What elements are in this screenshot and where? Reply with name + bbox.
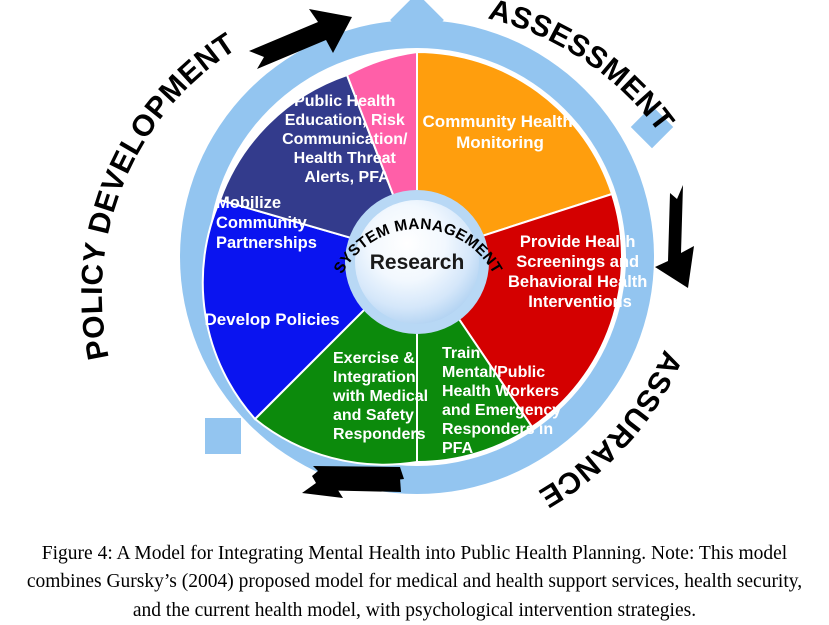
hub-label: Research <box>370 251 465 274</box>
figure-caption: Figure 4: A Model for Integrating Mental… <box>26 543 803 621</box>
label-develop-policies: Develop Policies <box>204 310 339 329</box>
arrow-top-left-icon <box>249 9 352 69</box>
label-community-health-monitoring: Community Health Monitoring <box>423 112 578 152</box>
segment-community-health-monitoring[interactable] <box>416 50 614 259</box>
arrow-bottom-left-icon <box>302 466 404 498</box>
public-health-wheel-diagram: Community Health Monitoring Provide Heal… <box>76 0 694 514</box>
label-train-mental-public-health-workers: Train Mental/Public Health Workers and E… <box>442 345 566 457</box>
label-provide-health-screenings: Provide Health Screenings and Behavioral… <box>508 233 652 311</box>
marker-top <box>390 0 444 58</box>
label-exercise-and-integration: Exercise & Integration with Medical and … <box>332 350 433 443</box>
center-hub[interactable]: Research <box>345 190 489 334</box>
arrow-right-icon <box>655 185 694 288</box>
label-public-health-education: Public Health Education, Risk Communicat… <box>282 93 412 186</box>
label-mobilize-community-partnerships: Mobilize Community Partnerships <box>216 194 317 252</box>
segment-labels: Community Health Monitoring Provide Heal… <box>204 93 652 457</box>
marker-bottom-left <box>205 418 241 454</box>
